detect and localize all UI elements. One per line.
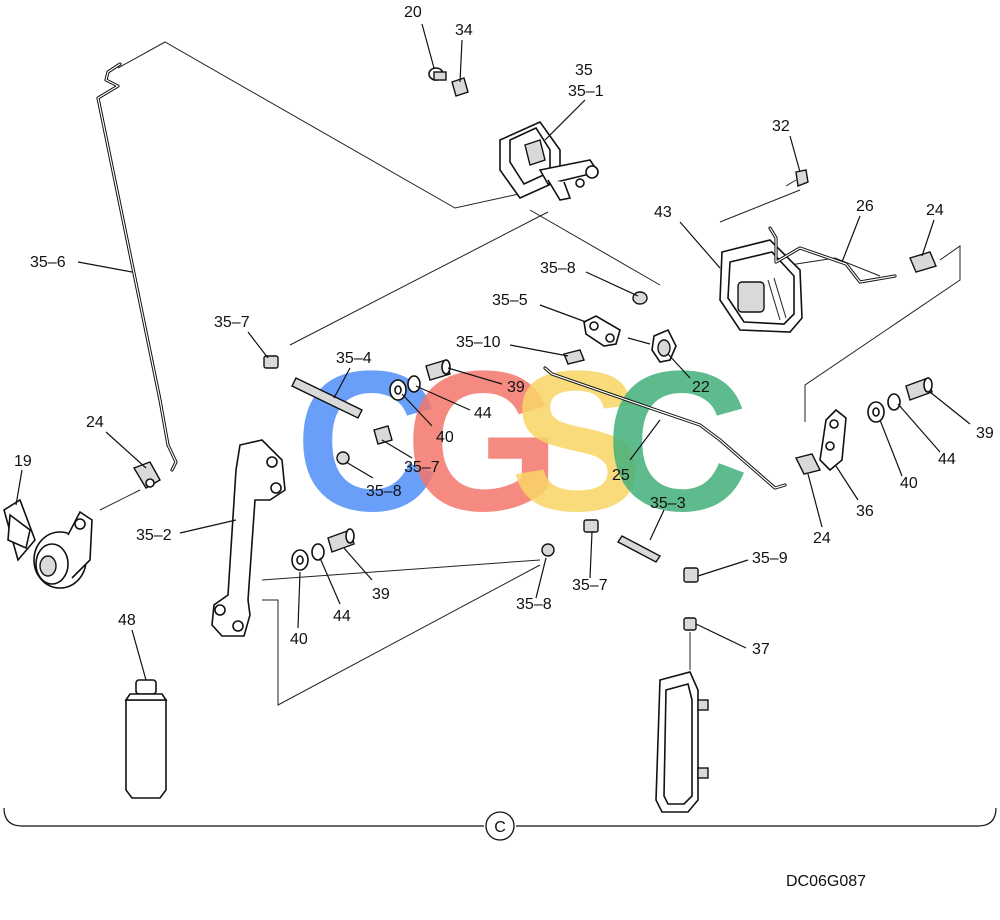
watermark-letter-1: C	[295, 330, 439, 553]
label-44-lower: 44	[333, 608, 351, 625]
washer-40-lower	[291, 549, 309, 571]
label-35-6: 35–6	[30, 254, 66, 271]
link-35-5	[583, 315, 621, 347]
label-35-9: 35–9	[752, 550, 788, 567]
clip-24-left	[132, 461, 161, 489]
bolt-35-7-upper	[263, 355, 279, 369]
lever-36	[819, 408, 847, 472]
washer-44-right	[887, 393, 901, 411]
label-26: 26	[856, 198, 874, 215]
watermark-letter-4: C	[605, 330, 749, 553]
label-20: 20	[404, 4, 422, 21]
clip-24-lower-right	[794, 453, 822, 475]
washer-40-right	[867, 401, 885, 423]
rod-26	[768, 226, 897, 284]
handle	[655, 671, 709, 813]
label-35-8-upper: 35–8	[540, 260, 576, 277]
label-44-upper: 44	[474, 405, 492, 422]
nut-35-8-middle	[336, 451, 350, 465]
rod-35-6	[96, 62, 178, 472]
label-34: 34	[455, 22, 473, 39]
lock-mechanism-35	[499, 121, 600, 201]
clip-24-upper-right	[909, 251, 937, 273]
screw-32	[785, 169, 809, 187]
clip-35-10	[563, 349, 585, 365]
label-35: 35	[575, 62, 593, 79]
label-35-1: 35–1	[568, 83, 604, 100]
rod-25	[543, 366, 787, 490]
label-35-5: 35–5	[492, 292, 528, 309]
label-24-lower-right: 24	[813, 530, 831, 547]
label-19: 19	[14, 453, 32, 470]
pin-35-4	[291, 377, 363, 419]
label-35-10: 35–10	[456, 334, 501, 351]
group-marker-circle	[485, 811, 515, 841]
label-35-7-middle: 35–7	[404, 459, 440, 476]
watermark: C G S C	[295, 330, 749, 553]
nut-35-8-lower	[541, 543, 555, 557]
label-39-lower: 39	[372, 586, 390, 603]
label-25: 25	[612, 467, 630, 484]
label-43: 43	[654, 204, 672, 221]
lock-housing-43	[719, 239, 803, 333]
lever-35-2	[211, 439, 286, 637]
cylinder-lock-19	[3, 498, 93, 589]
label-39-upper: 39	[507, 379, 525, 396]
label-35-4: 35–4	[336, 350, 372, 367]
bolt-37	[683, 617, 697, 631]
washer-44-upper	[407, 375, 421, 393]
label-24-left: 24	[86, 414, 104, 431]
label-32: 32	[772, 118, 790, 135]
watermark-letter-3: S	[510, 330, 643, 553]
callout-labels: 20 34 35 35–1 35–6 32 43 26 24 35–8 35–5…	[14, 4, 994, 658]
label-35-8-lower: 35–8	[516, 596, 552, 613]
label-35-7-upper: 35–7	[214, 314, 250, 331]
bolt-35-7-middle	[373, 425, 393, 445]
group-brace: C	[3, 807, 997, 841]
label-36: 36	[856, 503, 874, 520]
label-40-upper: 40	[436, 429, 454, 446]
label-35-2: 35–2	[136, 527, 172, 544]
bolt-39-upper	[425, 359, 451, 381]
label-48: 48	[118, 612, 136, 629]
bolt-35-7-lower	[583, 519, 599, 533]
drawing-code: DC06G087	[786, 873, 866, 890]
clamp-22	[651, 328, 677, 363]
label-24-upper-right: 24	[926, 202, 944, 219]
bottle-48	[124, 679, 168, 799]
bolt-39-lower	[327, 528, 355, 553]
label-22: 22	[692, 379, 710, 396]
washer-40-upper	[389, 379, 407, 401]
bolt-20	[428, 67, 447, 81]
leader-lines	[15, 23, 971, 681]
label-40-lower: 40	[290, 631, 308, 648]
pin-35-3	[616, 535, 662, 563]
label-40-right: 40	[900, 475, 918, 492]
assembly-lines	[99, 41, 961, 706]
label-35-8-middle: 35–8	[366, 483, 402, 500]
bolt-39-right	[905, 377, 933, 401]
bolt-35-9	[683, 567, 699, 583]
label-39-right: 39	[976, 425, 994, 442]
label-37: 37	[752, 641, 770, 658]
group-marker: C	[494, 819, 506, 836]
washer-44-lower	[311, 543, 325, 561]
label-44-right: 44	[938, 451, 956, 468]
nut-35-8-upper	[632, 291, 648, 305]
label-35-7-lower: 35–7	[572, 577, 608, 594]
label-35-3: 35–3	[650, 495, 686, 512]
